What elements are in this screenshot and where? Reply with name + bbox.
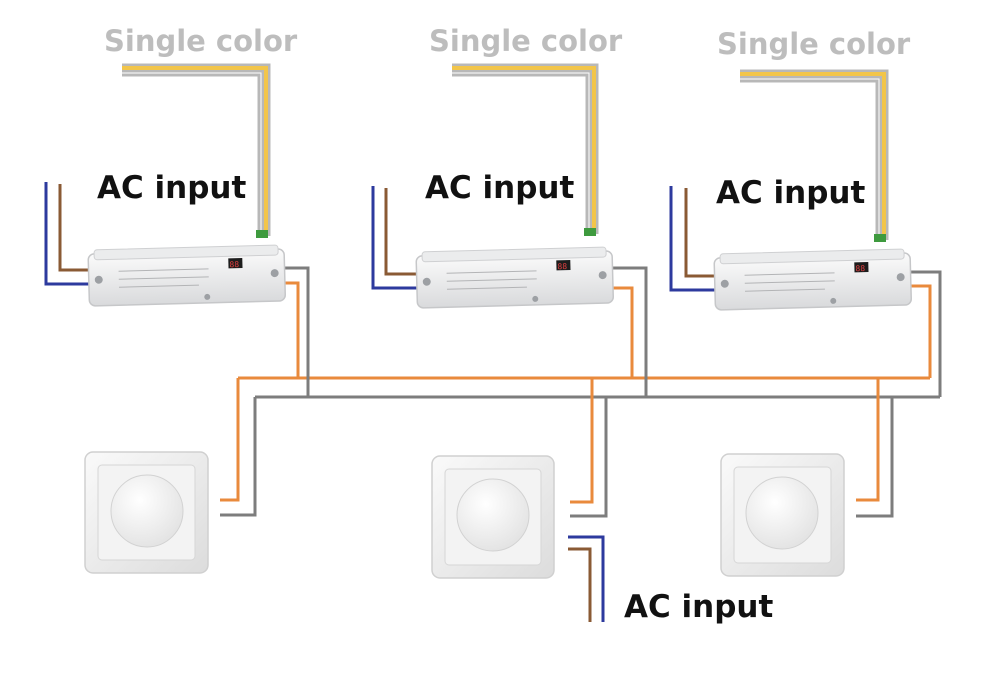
dimmer-knob-icon bbox=[456, 478, 530, 552]
dimmer-knob-icon bbox=[110, 474, 184, 548]
led-driver-2: 88 bbox=[415, 246, 614, 309]
ac-wires-dimmer bbox=[568, 535, 605, 622]
driver-display-1 bbox=[228, 257, 243, 269]
driver-display-text-3: 88 bbox=[855, 264, 865, 273]
ac-input-label-1: AC input bbox=[97, 170, 247, 206]
driver-display-3 bbox=[854, 261, 869, 273]
strip-label-1: Single color bbox=[104, 24, 298, 58]
strip-label-3: Single color bbox=[717, 27, 911, 61]
led-strip-3 bbox=[740, 69, 889, 242]
ac-wires-driver-1 bbox=[44, 182, 92, 286]
led-strip-2 bbox=[452, 63, 599, 236]
led-driver-3: 88 bbox=[713, 248, 912, 311]
driver-display-text-1: 88 bbox=[229, 260, 239, 269]
ac-input-label-dimmer: AC input bbox=[624, 589, 774, 625]
strip-label-2: Single color bbox=[429, 24, 623, 58]
ac-input-label-2: AC input bbox=[425, 170, 575, 206]
dimmer-knob-icon bbox=[745, 476, 819, 550]
driver-display-text-2: 88 bbox=[557, 262, 567, 271]
rotary-dimmer-center[interactable] bbox=[431, 455, 555, 579]
rotary-dimmer-left[interactable] bbox=[84, 451, 209, 574]
led-strip-1 bbox=[122, 63, 271, 238]
led-driver-1: 88 bbox=[87, 244, 286, 307]
dimming-bus bbox=[220, 266, 942, 518]
ac-wires-driver-3 bbox=[669, 186, 716, 292]
ac-wires-driver-2 bbox=[371, 186, 420, 290]
ac-input-label-3: AC input bbox=[716, 175, 866, 211]
rotary-dimmer-right[interactable] bbox=[720, 453, 845, 577]
driver-display-2 bbox=[556, 259, 571, 271]
